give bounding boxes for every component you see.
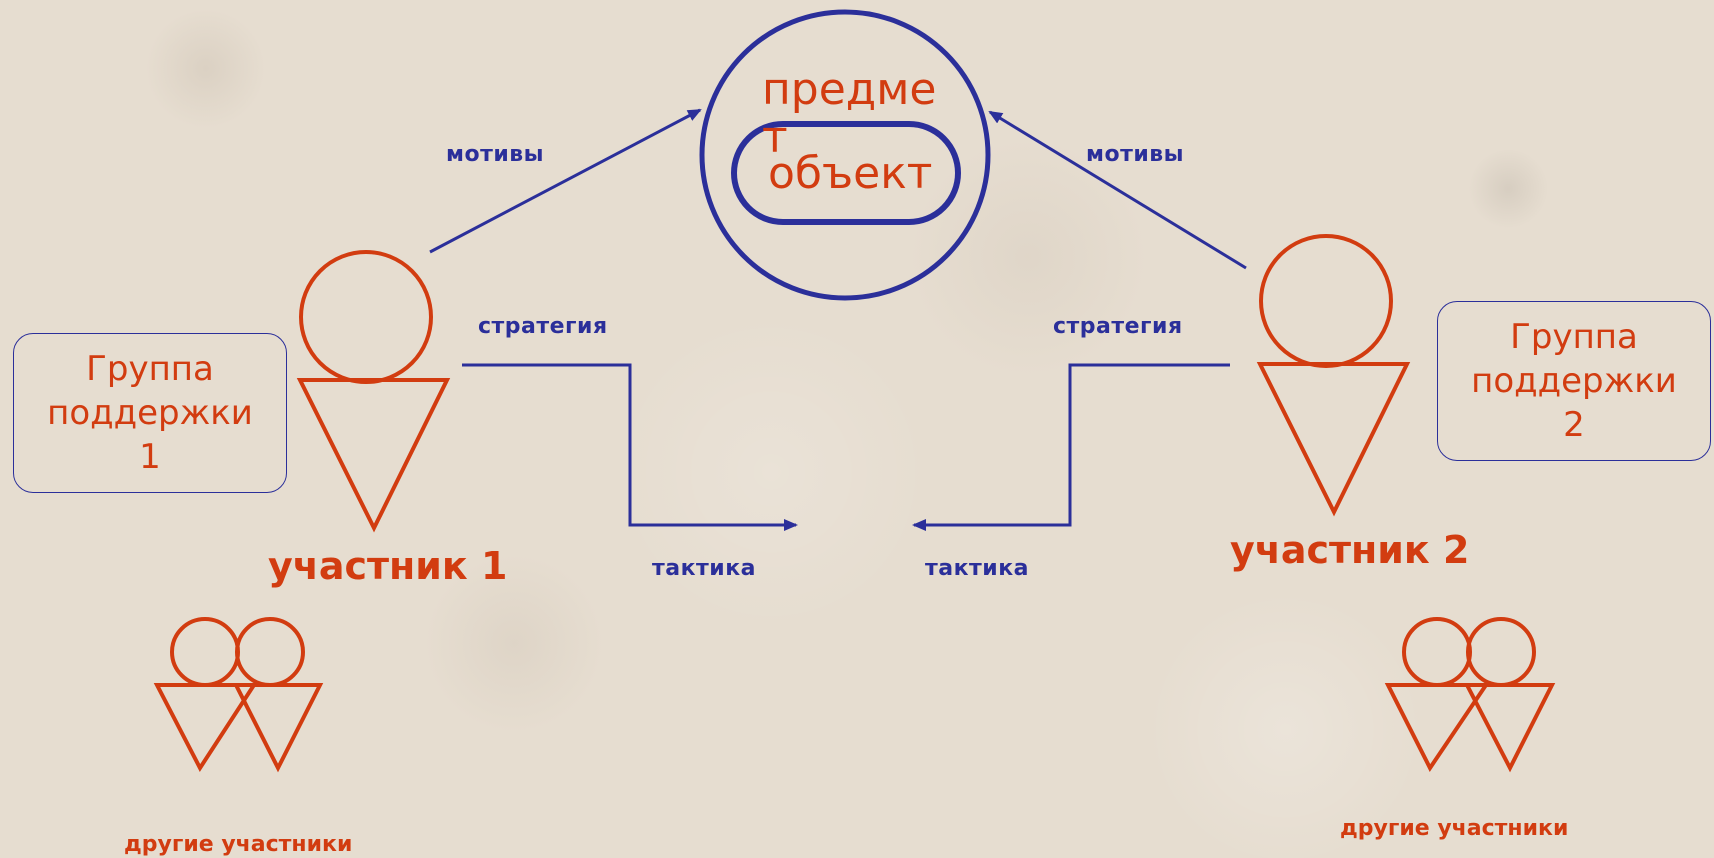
other-participants-left-figures (153, 617, 324, 773)
support-group-1-line1: Группа (86, 349, 214, 389)
participant-1-figure (296, 250, 451, 533)
tactics-arrow-right (912, 363, 1230, 531)
tactics-arrow-left (462, 363, 798, 531)
object-pill (731, 121, 961, 225)
support-group-1: Группа поддержки 1 (13, 333, 287, 493)
support-group-2-line1: Группа (1510, 317, 1638, 357)
other-participants-right-label: другие участники (1340, 816, 1569, 841)
motives-arrow-left (429, 108, 702, 254)
strategy-label-right: стратегия (1053, 314, 1183, 339)
support-group-1-line2: поддержки (47, 393, 253, 433)
other-participants-left-label: другие участники (124, 832, 353, 857)
support-group-2: Группа поддержки 2 (1437, 301, 1711, 461)
tactics-label-right: тактика (925, 556, 1029, 581)
other-participants-right-figures (1384, 617, 1556, 773)
subject-label-wrap: т (762, 112, 788, 163)
participant-2-figure (1256, 234, 1411, 517)
object-label: объект (768, 148, 933, 199)
motives-label-right: мотивы (1086, 142, 1185, 167)
support-group-2-line3: 2 (1563, 405, 1585, 445)
tactics-label-left: тактика (652, 556, 756, 581)
motives-label-left: мотивы (446, 142, 545, 167)
subject-circle (699, 9, 991, 301)
strategy-label-left: стратегия (478, 314, 608, 339)
support-group-2-line2: поддержки (1471, 361, 1677, 401)
support-group-1-line3: 1 (139, 437, 161, 477)
participant-2-label: участник 2 (1230, 528, 1470, 572)
participant-1-label: участник 1 (268, 544, 508, 588)
subject-label: предме (762, 64, 937, 115)
motives-arrow-right (988, 110, 1247, 270)
